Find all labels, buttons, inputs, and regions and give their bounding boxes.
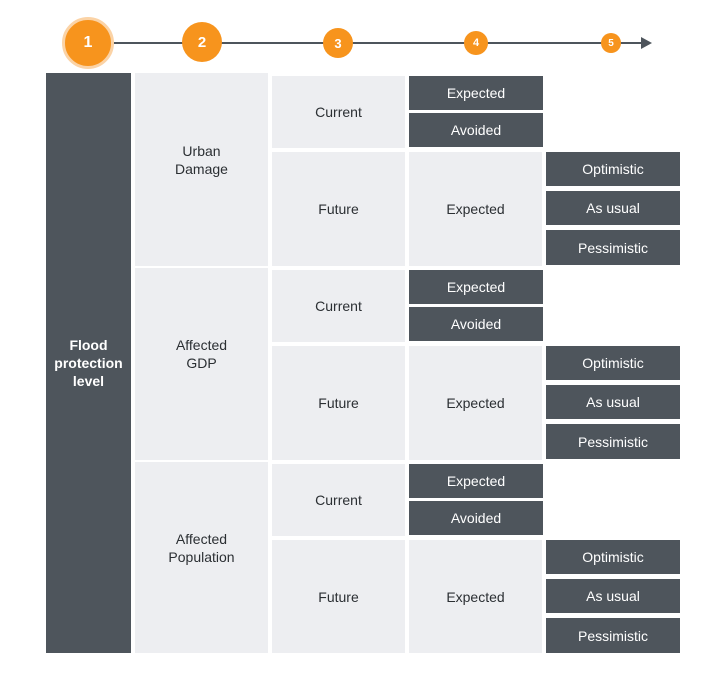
- scenario-as-usual-urban: As usual: [546, 191, 680, 225]
- estimate-expected-future-urban: Expected: [409, 152, 542, 266]
- timeframe-current-gdp: Current: [272, 270, 405, 342]
- timeframe-future-population: Future: [272, 540, 405, 653]
- scenario-pessimistic-gdp: Pessimistic: [546, 424, 680, 459]
- step-arrow-icon: [641, 37, 652, 49]
- estimate-expected-current-population: Expected: [409, 464, 543, 498]
- estimate-avoided-current-gdp: Avoided: [409, 307, 543, 341]
- scenario-as-usual-population: As usual: [546, 579, 680, 613]
- flood-protection-level: Flood protection level: [46, 73, 131, 653]
- step-4-badge: 4: [464, 31, 488, 55]
- timeframe-future-urban: Future: [272, 152, 405, 266]
- scenario-pessimistic-urban: Pessimistic: [546, 230, 680, 265]
- category-affected-gdp: Affected GDP: [135, 268, 268, 460]
- scenario-optimistic-population: Optimistic: [546, 540, 680, 574]
- timeframe-current-urban: Current: [272, 76, 405, 148]
- estimate-avoided-current-population: Avoided: [409, 501, 543, 535]
- step-line: [88, 42, 643, 44]
- estimate-expected-future-population: Expected: [409, 540, 542, 653]
- step-2-badge: 2: [182, 22, 222, 62]
- estimate-expected-current-gdp: Expected: [409, 270, 543, 304]
- scenario-optimistic-urban: Optimistic: [546, 152, 680, 186]
- category-urban-damage: Urban Damage: [135, 73, 268, 266]
- step-5-badge: 5: [601, 33, 621, 53]
- estimate-expected-current-urban: Expected: [409, 76, 543, 110]
- timeframe-future-gdp: Future: [272, 346, 405, 460]
- estimate-avoided-current-urban: Avoided: [409, 113, 543, 147]
- scenario-pessimistic-population: Pessimistic: [546, 618, 680, 653]
- estimate-expected-future-gdp: Expected: [409, 346, 542, 460]
- step-1-badge: 1: [62, 17, 114, 69]
- category-affected-population: Affected Population: [135, 462, 268, 653]
- scenario-optimistic-gdp: Optimistic: [546, 346, 680, 380]
- timeframe-current-population: Current: [272, 464, 405, 536]
- scenario-as-usual-gdp: As usual: [546, 385, 680, 419]
- step-3-badge: 3: [323, 28, 353, 58]
